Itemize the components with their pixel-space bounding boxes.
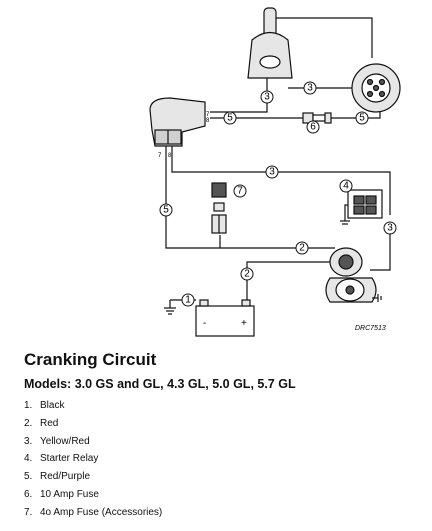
callout-3-relay: 3 — [387, 223, 393, 234]
cranking-circuit-diagram: 7 8 7 8 - — [149, 7, 401, 337]
legend-number: 6. — [24, 488, 33, 500]
callout-circle-5-right — [355, 111, 369, 125]
models-subtitle: Models: 3.0 GS and GL, 4.3 GL, 5.0 GL, 5… — [24, 377, 296, 391]
ground-icon — [164, 300, 176, 315]
callout-circle-3-relay — [383, 221, 397, 235]
pin-label-8: 8 — [206, 118, 210, 124]
callout-5-right: 5 — [359, 113, 365, 124]
callout-circle-1 — [181, 293, 195, 307]
legend-number: 7. — [24, 506, 33, 518]
callout-6: 6 — [310, 122, 316, 133]
legend-number: 1. — [24, 400, 33, 411]
legend-number: 5. — [24, 471, 33, 483]
callout-5-side: 5 — [163, 205, 169, 216]
wire-battery-positive — [246, 261, 350, 300]
legend-item: 5. Red/Purple — [24, 468, 162, 486]
callout-3-mid: 3 — [269, 167, 275, 178]
callout-2-bottom: 2 — [244, 269, 250, 280]
starter-relay-icon — [340, 189, 383, 225]
fuse-40amp-icon — [211, 182, 227, 234]
callout-circle-6 — [306, 120, 320, 134]
legend-label: Black — [40, 400, 65, 411]
legend-item: 2. Red — [24, 415, 162, 433]
legend-label: 4o Amp Fuse (Accessories) — [40, 506, 163, 518]
legend-label: Red — [40, 417, 59, 429]
reference-code: DRC7513 — [355, 325, 386, 332]
legend-item: 4. Starter Relay — [24, 450, 162, 468]
legend-item: 3. Yellow/Red — [24, 433, 162, 451]
callout-4: 4 — [343, 181, 349, 192]
wire-control-down — [210, 76, 268, 113]
harness-connector-icon — [149, 97, 206, 147]
callout-circle-3-mid — [265, 165, 279, 179]
battery-positive-label: + — [241, 318, 247, 329]
page-title: Cranking Circuit — [24, 350, 157, 369]
callout-circle-5-left — [223, 111, 237, 125]
legend-label: 10 Amp Fuse — [40, 488, 99, 500]
callout-3-top: 3 — [307, 83, 313, 94]
pin-label-7-bottom: 7 — [158, 153, 162, 159]
legend-item: 6. 10 Amp Fuse — [24, 486, 162, 504]
callout-1: 1 — [185, 295, 191, 306]
callout-5-left: 5 — [227, 113, 233, 124]
wire-harness-pin8-down — [171, 140, 391, 215]
callout-circle-2-mid — [295, 241, 309, 255]
pin-label-7: 7 — [206, 112, 210, 118]
legend-label: Yellow/Red — [40, 435, 90, 447]
callout-circle-5-side — [159, 203, 173, 217]
starter-motor-icon — [325, 247, 382, 303]
callout-circle-7 — [233, 184, 247, 198]
pin-label-8-bottom: 8 — [168, 153, 172, 159]
battery-icon — [195, 299, 255, 337]
wire-relay-to-starter — [370, 230, 391, 271]
legend-label: Starter Relay — [40, 453, 99, 465]
ignition-switch-icon — [351, 63, 401, 113]
legend-label: Red/Purple — [40, 471, 91, 483]
remote-control-icon — [247, 7, 293, 79]
callout-circle-4 — [339, 179, 353, 193]
legend-number: 3. — [24, 435, 33, 447]
callout-7: 7 — [237, 186, 243, 197]
callout-circle-3-top — [303, 81, 317, 95]
legend-list: 1. Black 2. Red 3. Yellow/Red 4. Starter Rel… — [24, 397, 162, 522]
legend-item: 1. Black — [24, 397, 162, 415]
battery-negative-label: - — [203, 318, 206, 329]
wire-harness-left-down — [165, 140, 335, 249]
callout-3-left: 3 — [264, 92, 270, 103]
legend-number: 4. — [24, 453, 33, 465]
legend-item: 7. 4o Amp Fuse (Accessories) — [24, 504, 162, 522]
legend-number: 2. — [24, 417, 33, 429]
fuse-holder-icon — [302, 112, 332, 124]
callout-circle-2-bottom — [240, 267, 254, 281]
callout-2-mid: 2 — [299, 243, 305, 254]
callout-circle-3-left — [260, 90, 274, 104]
